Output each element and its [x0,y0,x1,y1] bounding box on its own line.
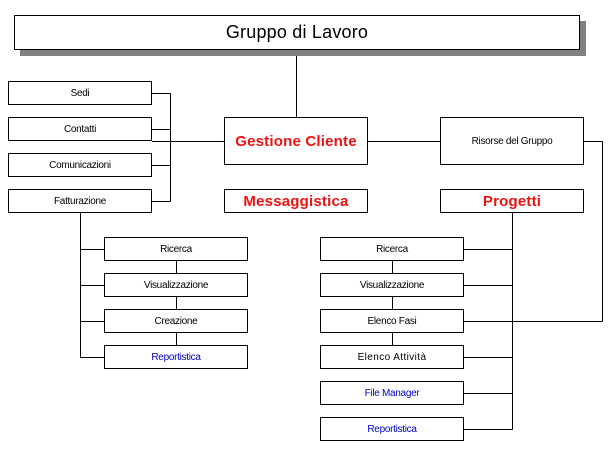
node-project-reportistica[interactable]: Reportistica [320,417,464,441]
node-client-reportistica[interactable]: Reportistica [104,345,248,369]
node-risorse-del-gruppo[interactable]: Risorse del Gruppo [440,117,584,165]
node-comunicazioni[interactable]: Comunicazioni [8,153,152,177]
node-project-elenco-fasi[interactable]: Elenco Fasi [320,309,464,333]
node-project-elenco-attivita[interactable]: Elenco Attività [320,345,464,369]
node-messaggistica[interactable]: Messaggistica [224,189,368,213]
node-gruppo-di-lavoro[interactable]: Gruppo di Lavoro [14,15,580,50]
node-client-ricerca[interactable]: Ricerca [104,237,248,261]
node-gestione-cliente[interactable]: Gestione Cliente [224,117,368,165]
node-project-visualizzazione[interactable]: Visualizzazione [320,273,464,297]
node-client-creazione[interactable]: Creazione [104,309,248,333]
node-contatti[interactable]: Contatti [8,117,152,141]
node-client-visualizzazione[interactable]: Visualizzazione [104,273,248,297]
node-fatturazione[interactable]: Fatturazione [8,189,152,213]
node-sedi[interactable]: Sedi [8,81,152,105]
node-project-file-manager[interactable]: File Manager [320,381,464,405]
node-progetti[interactable]: Progetti [440,189,584,213]
node-project-ricerca[interactable]: Ricerca [320,237,464,261]
